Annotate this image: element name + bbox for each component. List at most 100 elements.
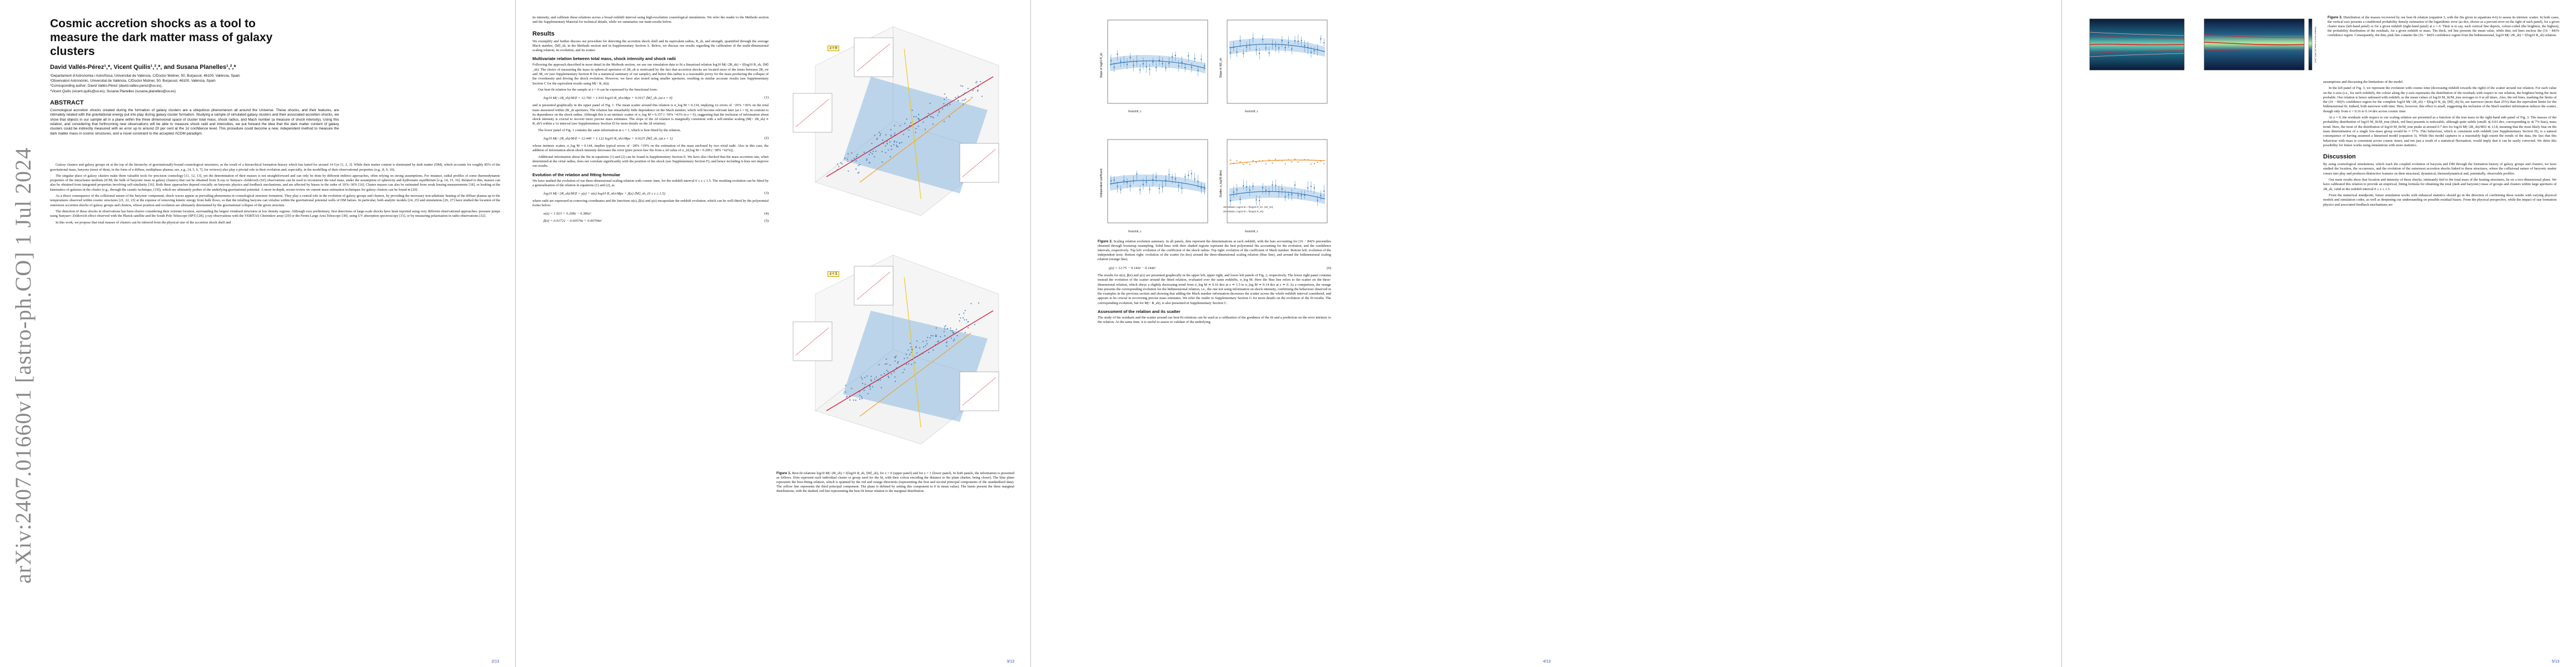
scatter-point [853, 157, 855, 160]
subsection-heading: Multivariate relation between total mass… [532, 56, 676, 62]
data-point [1123, 180, 1125, 181]
data-point [1233, 47, 1234, 48]
scatter-point [949, 116, 950, 118]
equation-3: log10 M(<2R_sh)/M⊙ = γ(z) + α(z) log10 R… [544, 191, 769, 196]
scatter-point [844, 157, 846, 159]
scatter-point [890, 135, 892, 137]
body-paragraph: assumptions and discussing the limitatio… [2323, 80, 2404, 84]
scatter-point [946, 341, 948, 343]
scatter-point [888, 375, 889, 377]
scatter-point [946, 345, 948, 347]
scatter-point [841, 163, 843, 165]
scatter-point [851, 387, 853, 389]
data-point [1304, 45, 1306, 47]
scatter-point [926, 337, 929, 339]
data-point [1239, 198, 1241, 200]
data-point [1281, 40, 1283, 42]
scatter-point [919, 347, 920, 349]
data-point-2d [1239, 161, 1241, 163]
scatter-point [953, 340, 954, 342]
data-point-2d [1255, 162, 1257, 163]
data-point [1275, 185, 1277, 186]
equation-number: (6) [1327, 266, 1331, 270]
equation-number: (1) [764, 96, 769, 100]
body-paragraph: In this work, we propose that total mass… [56, 220, 231, 225]
scatter-point [950, 327, 951, 329]
scatter-point [894, 381, 896, 382]
abstract-text: Cosmological accretion shocks created du… [50, 108, 339, 136]
data-point-2d [1288, 159, 1289, 161]
data-point [1204, 65, 1205, 67]
scatter-point [891, 373, 893, 375]
scatter-point [845, 391, 846, 393]
data-point [1268, 191, 1270, 193]
scatter-point [944, 326, 945, 328]
scatter-point [847, 161, 849, 162]
data-point [1262, 187, 1264, 188]
scatter-point [870, 152, 871, 153]
scatter-point [878, 145, 880, 146]
scatter-point [943, 121, 945, 122]
scatter-point [914, 362, 916, 364]
scatter-point [915, 132, 916, 133]
scatter-point [870, 380, 873, 382]
scatter-point [866, 375, 868, 377]
scatter-point [951, 330, 953, 332]
data-point [1200, 187, 1202, 189]
data-point [1110, 60, 1112, 62]
data-point [1255, 49, 1257, 51]
scatter-point [978, 302, 979, 304]
data-point [1310, 52, 1312, 53]
scatter-point [885, 359, 887, 360]
data-point-2d [1281, 160, 1283, 161]
scatter-point [870, 379, 872, 381]
axis-label: Redshift, z [1128, 110, 1142, 113]
data-point [1272, 184, 1273, 186]
scatter-point [856, 153, 858, 155]
body-paragraph: The results for α(z), β(z) and γ(z) are … [1098, 273, 1331, 305]
data-point-2d [1252, 160, 1254, 161]
scatter-point [870, 150, 871, 151]
body-paragraph: its intensity, and calibrate these relat… [532, 16, 769, 24]
scatter-point [964, 319, 965, 321]
axis-label: Redshift, z [1245, 230, 1258, 233]
scatter-point [853, 399, 854, 401]
body-paragraph: At z = 0, the residuals with respect to … [2323, 116, 2557, 147]
data-point [1291, 48, 1293, 50]
scatter-point [887, 371, 889, 373]
scatter-point [977, 90, 979, 92]
figure-1-panel-z0 [793, 26, 999, 216]
scatter-point [884, 373, 885, 375]
data-point [1252, 185, 1254, 187]
scatter-point [888, 377, 890, 379]
scatter-point [968, 321, 969, 322]
scatter-point [851, 152, 853, 154]
data-point [1178, 185, 1179, 186]
scatter-point [886, 370, 888, 371]
scatter-point [952, 332, 954, 334]
data-point-2d [1249, 163, 1250, 165]
scatter-point [914, 357, 916, 359]
scatter-point [899, 125, 901, 127]
data-point [1110, 180, 1112, 182]
data-point-2d [1259, 160, 1260, 162]
scatter-point [894, 360, 896, 362]
scatter-point [935, 335, 936, 337]
data-point [1249, 189, 1250, 191]
scatter-point [870, 376, 872, 377]
scatter-point [878, 364, 880, 366]
scatter-point [958, 330, 960, 332]
data-point [1129, 57, 1131, 58]
arxiv-stamp: arXiv:2407.01660v1 [astro-ph.CO] 1 Jul 2… [11, 147, 36, 584]
page5-text-column: assumptions and discussing the limitatio… [2323, 80, 2557, 207]
scatter-point [849, 395, 850, 397]
data-point [1288, 42, 1289, 43]
scatter-point [896, 141, 898, 143]
data-point [1190, 173, 1193, 175]
data-point [1268, 52, 1270, 54]
scatter-point [926, 116, 928, 118]
scatter-point [923, 346, 924, 348]
scatter-point [846, 158, 848, 160]
scatter-point [906, 127, 908, 129]
scatter-point [938, 340, 939, 342]
